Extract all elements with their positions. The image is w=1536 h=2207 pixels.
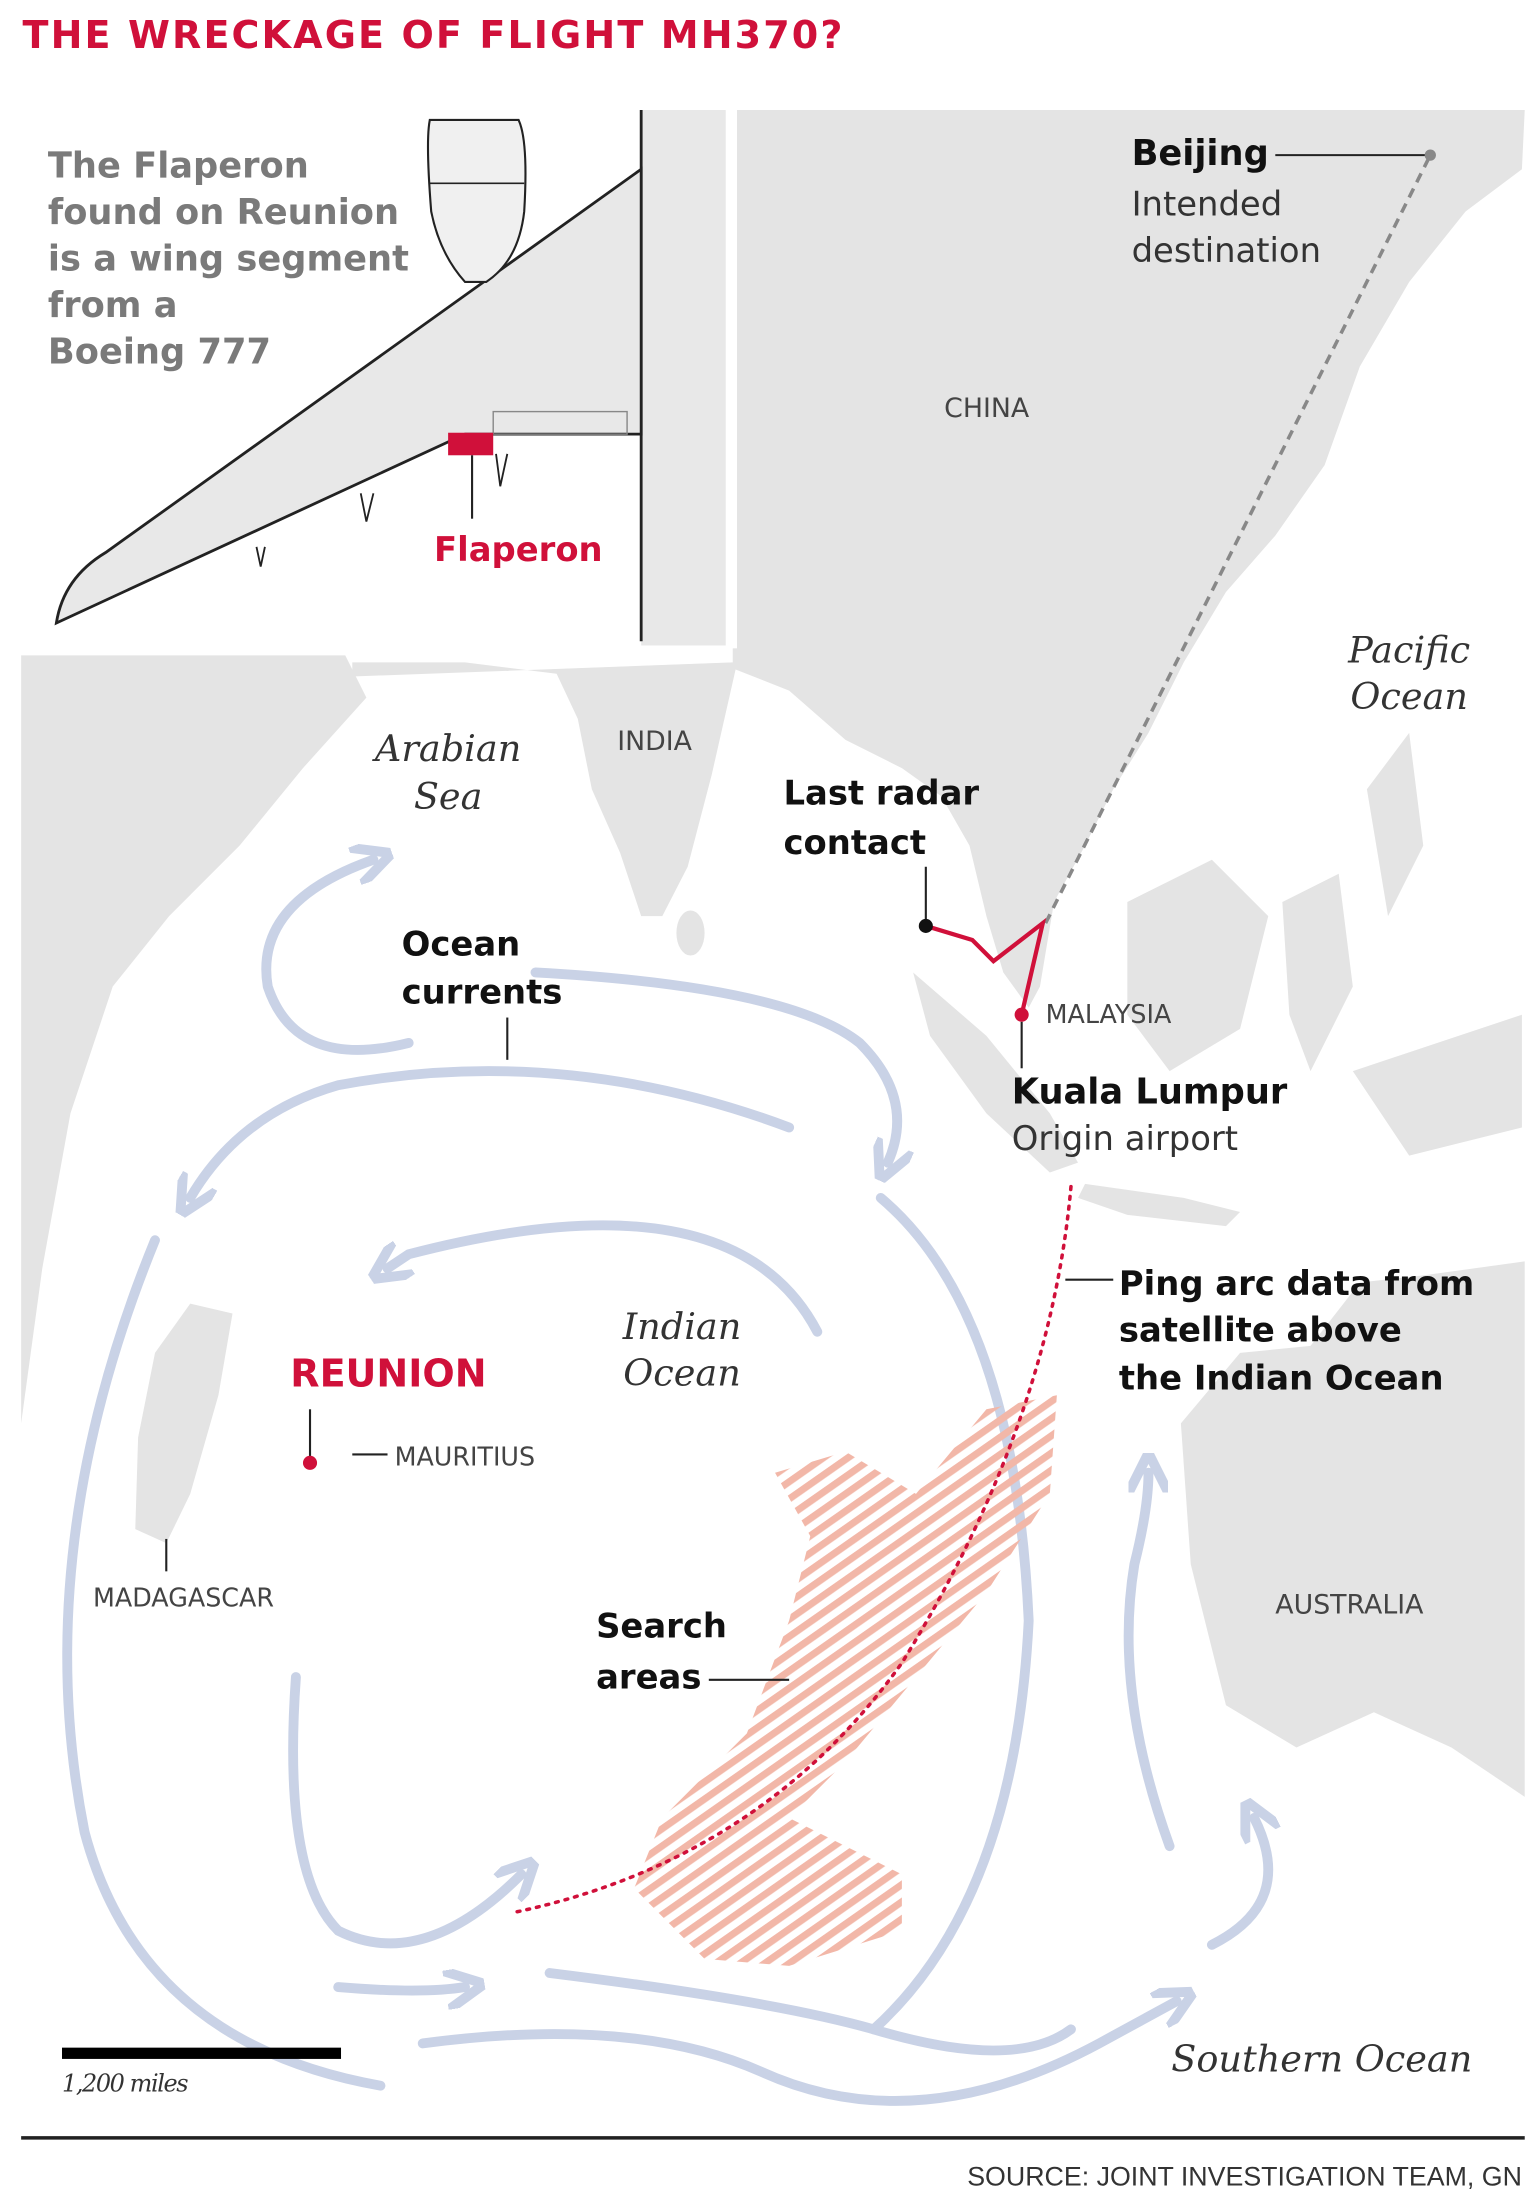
- search-areas-label: areas: [596, 1657, 701, 1696]
- beijing-label: Beijing: [1132, 133, 1269, 174]
- intended-route: [1044, 154, 1432, 924]
- madagascar: [135, 1303, 233, 1544]
- last-radar-label: contact: [784, 823, 927, 862]
- borneo: [1127, 859, 1269, 1072]
- beijing-sublabel: Intended: [1132, 185, 1283, 224]
- malaysia-label: MALAYSIA: [1046, 999, 1172, 1029]
- title: THE WRECKAGE OF FLIGHT MH370?: [23, 13, 845, 57]
- ping-arc-label: Ping arc data from: [1119, 1264, 1474, 1303]
- inset-text-line: The Flaperon: [48, 146, 309, 187]
- ping-arc: [512, 1184, 1073, 1915]
- ocean-currents-label: Ocean: [402, 925, 521, 964]
- madagascar-label: MADAGASCAR: [93, 1583, 274, 1613]
- beijing-sublabel: destination: [1132, 231, 1321, 270]
- arabian-sea-label: Sea: [414, 775, 483, 818]
- inset-text-line: is a wing segment: [48, 239, 409, 280]
- kuala-lumpur-sublabel: Origin airport: [1012, 1119, 1238, 1158]
- flaperon-label: Flaperon: [434, 530, 603, 569]
- indian-ocean-label: Ocean: [623, 1351, 741, 1394]
- leader-lines: [165, 154, 1427, 1681]
- ocean-currents-label: currents: [402, 972, 563, 1011]
- search-areas-label: Search: [596, 1607, 727, 1646]
- mauritius-label: MAURITIUS: [395, 1442, 536, 1472]
- australia-label: AUSTRALIA: [1275, 1590, 1424, 1621]
- pacific-ocean-label: Pacific: [1347, 628, 1470, 671]
- wing-inset: The Flaperon found on Reunion is a wing …: [21, 101, 737, 649]
- beijing-marker: [1424, 149, 1436, 161]
- india-label: INDIA: [617, 726, 692, 757]
- kuala-lumpur-label: Kuala Lumpur: [1012, 1072, 1288, 1113]
- last-radar-marker: [918, 918, 933, 933]
- arabian-sea-label: Arabian: [372, 727, 521, 770]
- ocean-currents: [62, 860, 1268, 2106]
- australia: [1180, 1261, 1525, 1797]
- reunion-marker: [302, 1455, 318, 1470]
- inset-text-line: from a: [48, 285, 178, 326]
- engine-icon: [426, 118, 527, 284]
- indian-ocean-label: Indian: [622, 1305, 742, 1348]
- sumatra: [913, 972, 1079, 1173]
- reunion-label: REUNION: [290, 1352, 486, 1396]
- sri-lanka: [676, 910, 705, 956]
- java: [1078, 1183, 1241, 1227]
- southern-ocean-label: Southern Ocean: [1171, 2038, 1472, 2081]
- search-area: [634, 1395, 1057, 1966]
- scale-bar: [62, 2047, 342, 2059]
- pacific-ocean-label: Ocean: [1350, 675, 1468, 718]
- last-radar-label: Last radar: [784, 774, 980, 813]
- sulawesi-islands: [1282, 732, 1522, 1156]
- land: [21, 110, 1525, 1797]
- inset-text-line: Boeing 777: [48, 332, 271, 373]
- inset-text-line: found on Reunion: [48, 192, 399, 233]
- asia-landmass: [352, 110, 1525, 1008]
- ping-arc-label: the Indian Ocean: [1119, 1359, 1444, 1398]
- arabia-africa: [21, 655, 367, 1424]
- ping-arc-label: satellite above: [1119, 1311, 1402, 1350]
- source-credit: SOURCE: JOINT INVESTIGATION TEAM, GN: [967, 2162, 1522, 2192]
- actual-route: [925, 917, 1047, 1016]
- flaperon-highlight: [448, 432, 494, 456]
- china-label: CHINA: [944, 393, 1030, 424]
- scale-label: 1,200 miles: [62, 2069, 188, 2097]
- wing-shape: [54, 166, 643, 626]
- kuala-lumpur-marker: [1014, 1007, 1029, 1022]
